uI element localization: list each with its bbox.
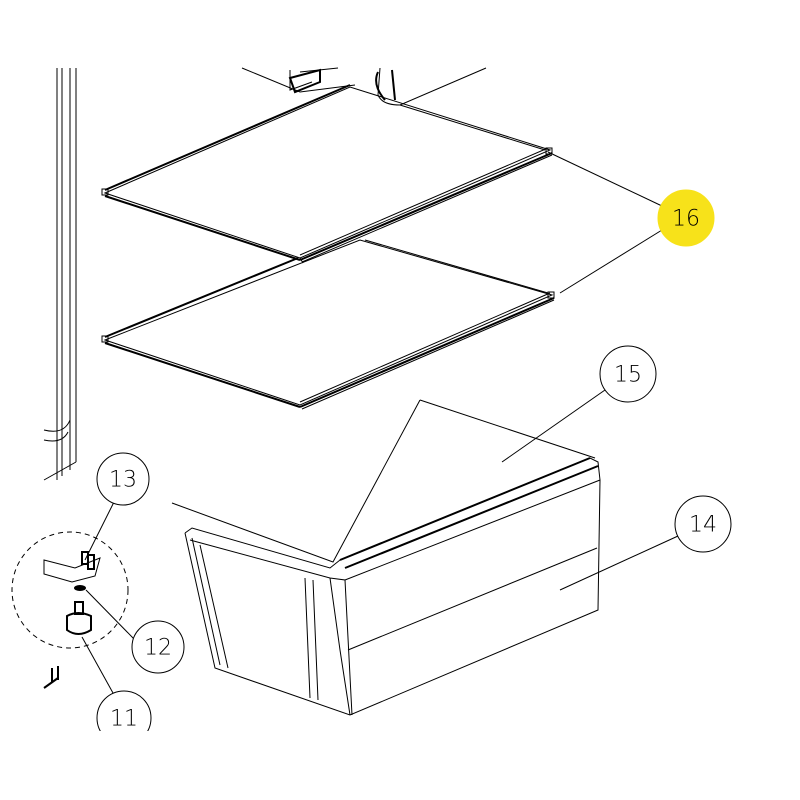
callout-label: 13: [109, 468, 137, 493]
crisper-drawer: [184, 457, 601, 716]
callout-13[interactable]: 13: [96, 452, 150, 506]
callout-label: 12: [144, 636, 172, 661]
crisper-cover: [171, 399, 596, 563]
callout-label: 15: [614, 363, 642, 388]
callout-12[interactable]: 12: [131, 620, 185, 674]
leader-lines: [81, 151, 679, 694]
callout-14[interactable]: 14: [674, 495, 732, 553]
callout-15[interactable]: 15: [599, 345, 657, 403]
cabinet-top-parts: [241, 67, 546, 151]
callout-label: 11: [110, 707, 138, 732]
callout-label: 14: [689, 513, 717, 538]
callout-16[interactable]: 16: [657, 189, 715, 247]
glass-shelf-upper: [101, 84, 553, 264]
cabinet-left-wall: [43, 68, 77, 481]
leveling-foot-assembly: [11, 531, 129, 689]
glass-shelf-lower: [101, 239, 555, 410]
callout-label: 16: [672, 207, 700, 232]
